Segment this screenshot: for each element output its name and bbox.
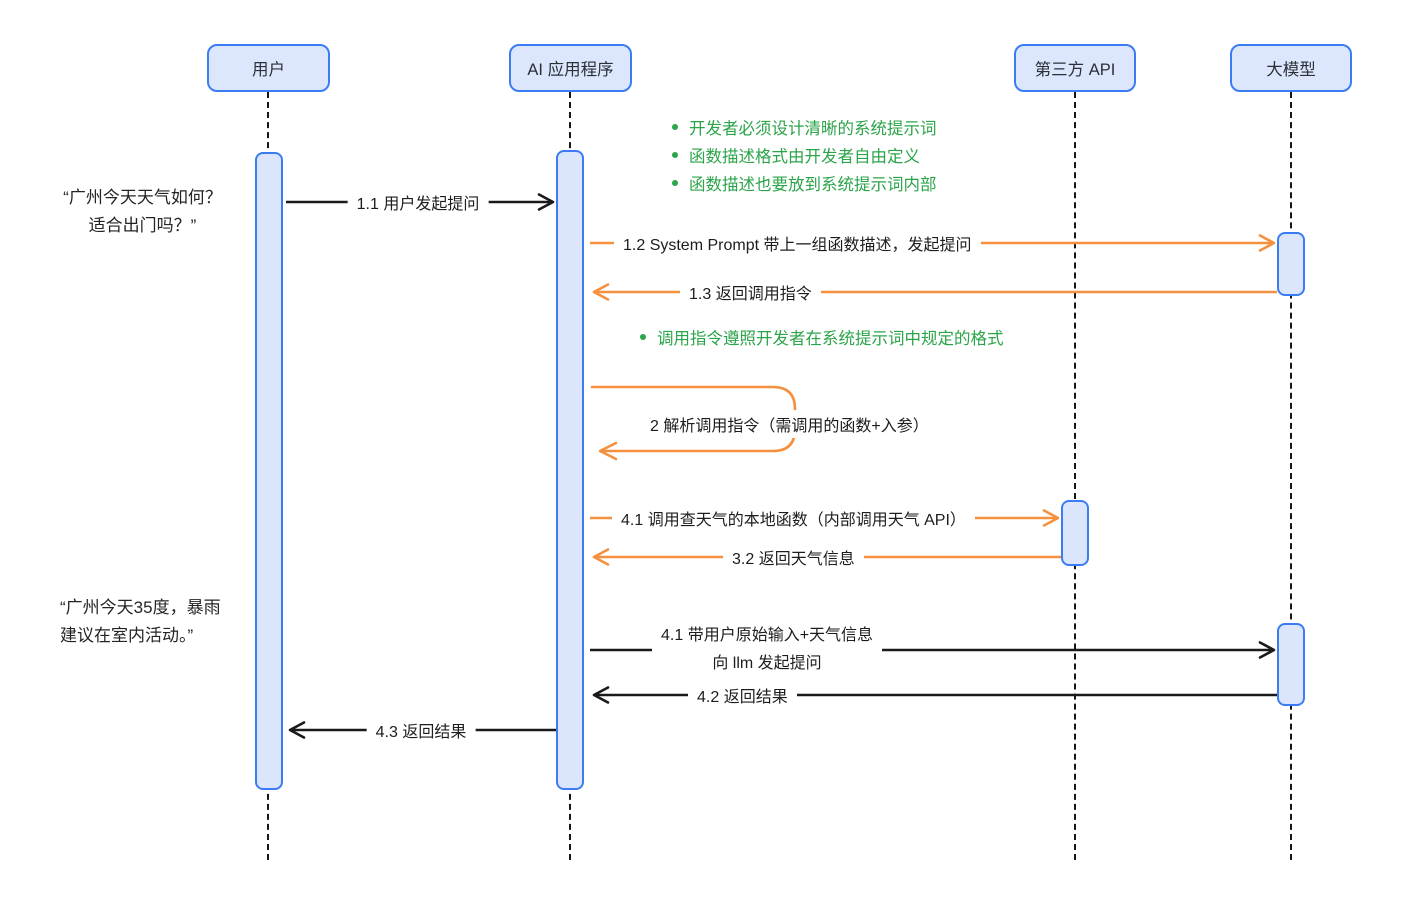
note-call-format: 调用指令遵照开发者在系统提示词中规定的格式	[640, 323, 1004, 351]
user-question-quote: “广州今天天气如何？ 适合出门吗？”	[50, 184, 235, 240]
message-4-1-api: 4.1 调用查天气的本地函数（内部调用天气 API）	[590, 502, 1061, 534]
quote-line: 适合出门吗？”	[88, 216, 197, 235]
actor-ai-app-label: AI 应用程序	[527, 61, 614, 79]
activation-user	[255, 152, 283, 790]
note-bullet-row: 函数描述格式由开发者自由定义	[672, 141, 937, 169]
lifeline-llm	[1290, 92, 1292, 860]
note-bullet-row: 开发者必须设计清晰的系统提示词	[672, 113, 937, 141]
message-1-2: 1.2 System Prompt 带上一组函数描述，发起提问	[590, 227, 1277, 259]
quote-line: 建议在室内活动。”	[60, 626, 194, 645]
message-label-line1: 4.1 带用户原始输入+天气信息	[661, 627, 874, 644]
message-label: 4.1 调用查天气的本地函数（内部调用天气 API）	[612, 504, 975, 532]
bullet-icon	[672, 124, 678, 130]
message-label-line2: 向 llm 发起提问	[712, 655, 822, 672]
bullet-icon	[672, 152, 678, 158]
actor-llm: 大模型	[1230, 44, 1352, 92]
lifeline-third-api	[1074, 92, 1076, 860]
message-1-1: 1.1 用户发起提问	[286, 186, 556, 218]
quote-line: “广州今天35度，暴雨	[60, 598, 221, 617]
note-system-prompt-rules: 开发者必须设计清晰的系统提示词 函数描述格式由开发者自由定义 函数描述也要放到系…	[672, 113, 937, 197]
activation-third-api	[1061, 500, 1089, 566]
message-label: 1.3 返回调用指令	[680, 278, 821, 306]
message-label: 4.2 返回结果	[688, 681, 797, 709]
note-text: 开发者必须设计清晰的系统提示词	[689, 120, 937, 138]
note-bullet-row: 函数描述也要放到系统提示词内部	[672, 169, 937, 197]
activation-llm-second	[1277, 623, 1305, 706]
message-label: 4.1 带用户原始输入+天气信息 向 llm 发起提问	[652, 620, 883, 680]
actor-user: 用户	[207, 44, 330, 92]
message-3-2: 3.2 返回天气信息	[590, 541, 1061, 573]
message-label: 4.3 返回结果	[366, 716, 476, 744]
actor-user-label: 用户	[252, 61, 285, 79]
message-label: 1.1 用户发起提问	[347, 188, 489, 216]
activation-llm-first	[1277, 232, 1305, 296]
note-text: 函数描述也要放到系统提示词内部	[689, 176, 937, 194]
message-label: 2 解析调用指令（需调用的函数+入参）	[641, 410, 938, 438]
message-4-1-llm: 4.1 带用户原始输入+天气信息 向 llm 发起提问	[590, 619, 1277, 681]
message-label: 3.2 返回天气信息	[723, 543, 864, 571]
quote-line: “广州今天天气如何？	[63, 188, 222, 207]
actor-ai-app: AI 应用程序	[509, 44, 632, 92]
actor-third-api: 第三方 API	[1014, 44, 1136, 92]
message-1-3: 1.3 返回调用指令	[590, 276, 1277, 308]
message-label: 1.2 System Prompt 带上一组函数描述，发起提问	[614, 229, 981, 257]
message-4-3: 4.3 返回结果	[286, 714, 556, 746]
actor-llm-label: 大模型	[1266, 61, 1316, 79]
bullet-icon	[640, 334, 646, 340]
actor-third-api-label: 第三方 API	[1034, 61, 1116, 79]
message-4-2: 4.2 返回结果	[590, 679, 1277, 711]
activation-ai-app	[556, 150, 584, 790]
bullet-icon	[672, 180, 678, 186]
note-text: 调用指令遵照开发者在系统提示词中规定的格式	[657, 330, 1004, 348]
note-text: 函数描述格式由开发者自由定义	[689, 148, 920, 166]
user-answer-quote: “广州今天35度，暴雨 建议在室内活动。”	[60, 594, 280, 650]
note-bullet-row: 调用指令遵照开发者在系统提示词中规定的格式	[640, 323, 1004, 351]
